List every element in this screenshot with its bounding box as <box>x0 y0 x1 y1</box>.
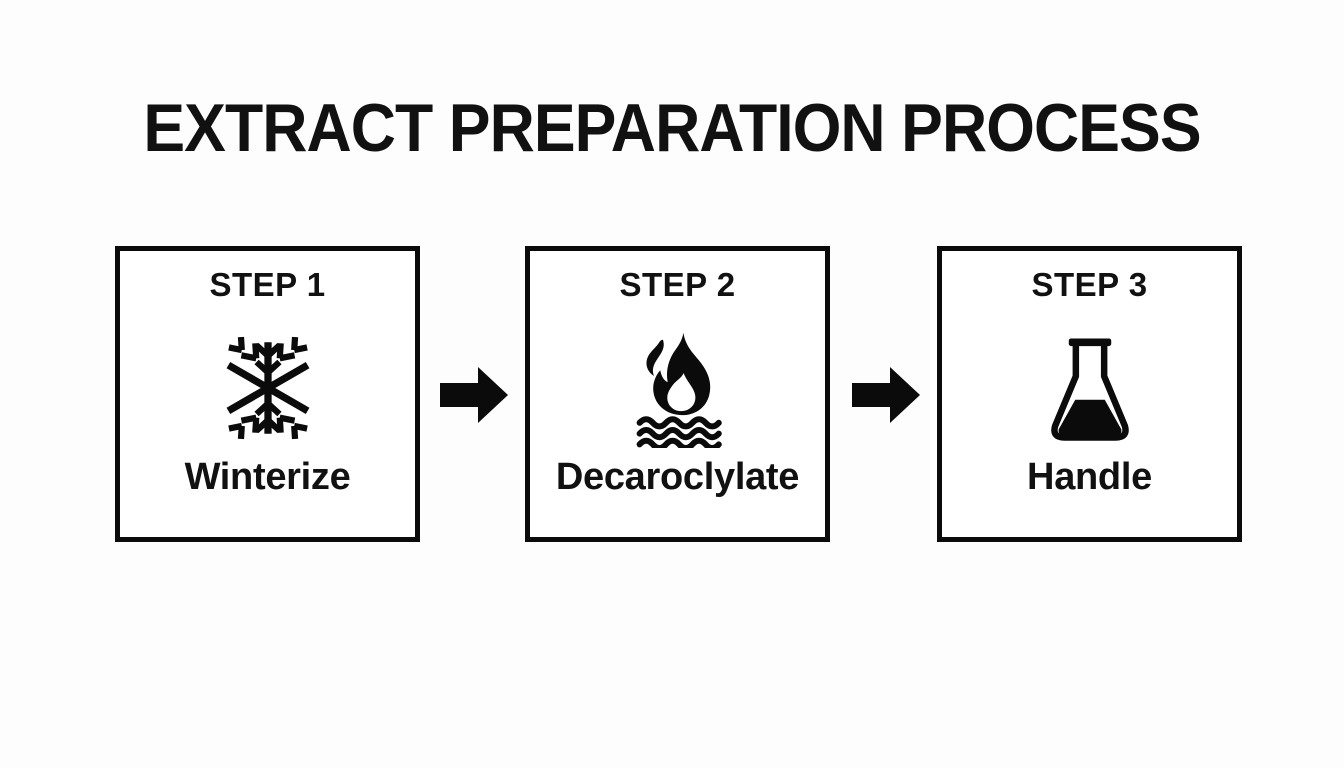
erlenmeyer-flask-icon <box>942 323 1237 453</box>
step-header-1: STEP 1 <box>209 266 326 303</box>
page-title: EXTRACT PREPARATION PROCESS <box>143 90 1201 166</box>
arrow-step2-to-step3-icon <box>852 364 920 426</box>
step-header-2: STEP 2 <box>619 266 736 303</box>
step-label-3: Handle <box>1027 456 1152 498</box>
step-label-2: Decaroclylate <box>555 456 800 498</box>
step-card-1[interactable]: STEP 1 <box>115 246 420 542</box>
arrow-step1-to-step2-icon <box>440 364 508 426</box>
step-label-1: Winterize <box>184 456 351 498</box>
step-card-2[interactable]: STEP 2 Decaroclylate <box>525 246 830 542</box>
step-card-3[interactable]: STEP 3 Handle <box>937 246 1242 542</box>
flame-over-waves-icon <box>530 323 825 453</box>
snowflake-icon <box>120 323 415 453</box>
process-steps-row: STEP 1 <box>115 246 1243 542</box>
step-header-3: STEP 3 <box>1031 266 1148 303</box>
